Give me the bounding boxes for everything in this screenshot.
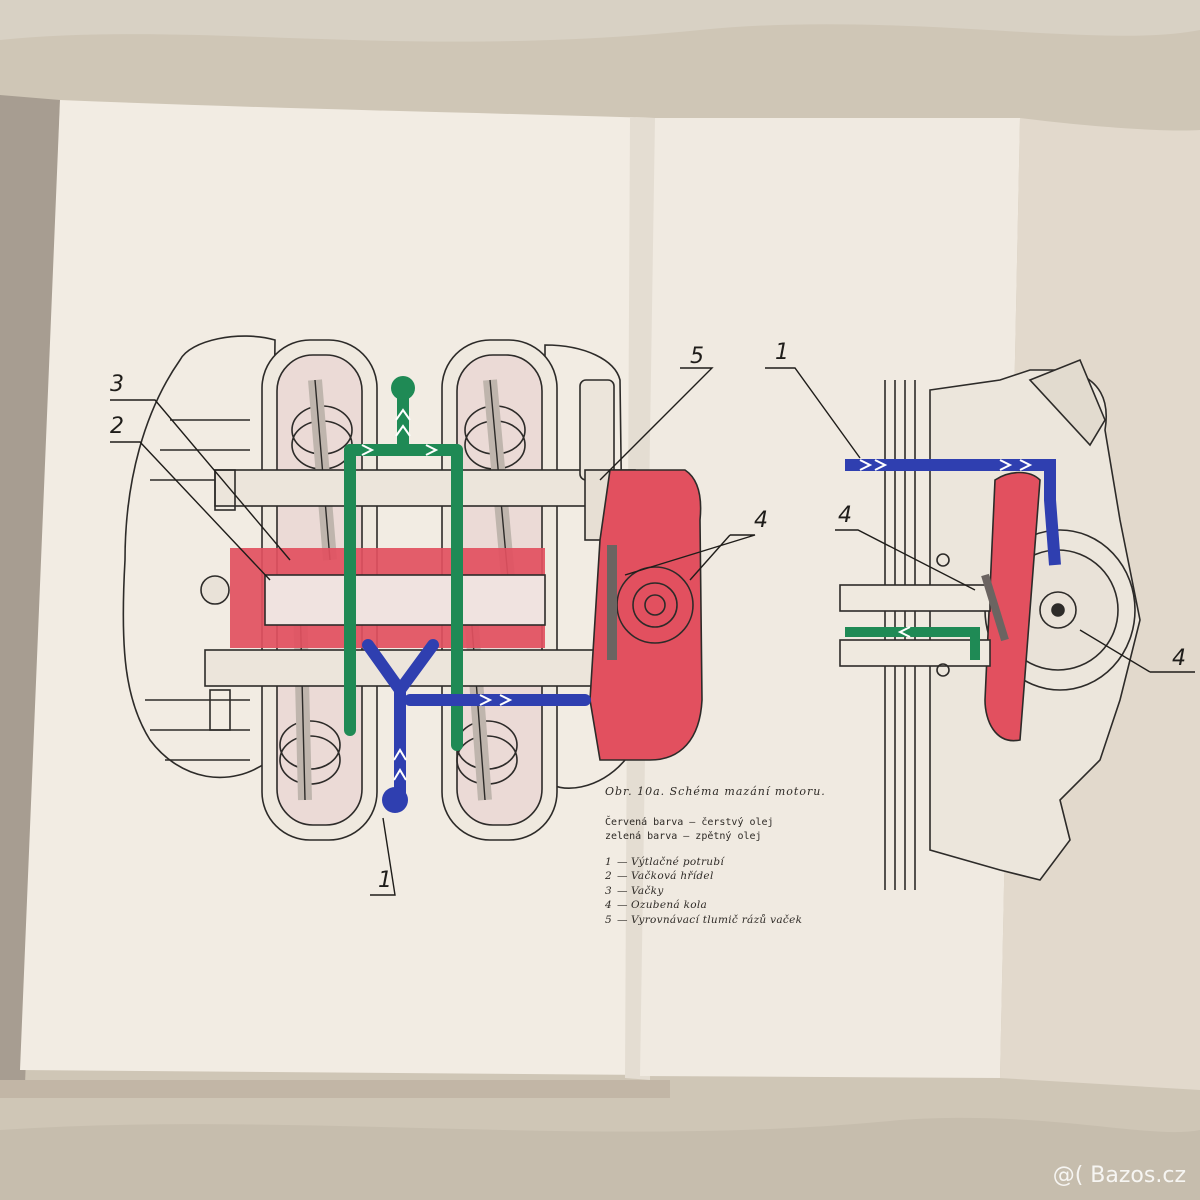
legend-item: 3—Vačky <box>605 884 664 897</box>
watermark: @( Bazos.cz <box>1052 1163 1186 1188</box>
legend-item: 1—Výtlačné potrubí <box>605 855 725 868</box>
side-return-line <box>845 627 980 660</box>
callout-3: 3 <box>110 372 124 397</box>
callout-4-gears: 4 <box>754 508 768 533</box>
leader-lines <box>110 367 756 896</box>
cover-edge <box>0 95 60 1085</box>
figure-caption: Obr. 10a. Schéma mazání motoru. Červená … <box>605 785 905 927</box>
callout-1-right: 1 <box>775 340 789 365</box>
side-pressure-line <box>845 459 1061 566</box>
legend-return-oil: zelená barva — zpětný olej <box>605 831 762 842</box>
callout-2: 2 <box>110 414 124 439</box>
pressure-oil-lines <box>362 639 591 806</box>
pressure-oil-source-dot <box>382 787 408 813</box>
engine-side-view-diagram <box>839 358 1141 890</box>
figure-title: Obr. 10a. Schéma mazání motoru. <box>605 785 826 798</box>
callout-5: 5 <box>690 344 704 369</box>
return-oil-tank-dot <box>391 376 415 400</box>
right-page <box>640 118 1020 1078</box>
legend-item: 4—Ozubená kola <box>605 899 708 911</box>
legend-item: 2—Vačková hřídel <box>605 870 714 882</box>
legend-fresh-oil: Červená barva — čerstvý olej <box>605 816 774 828</box>
callout-4-side-a: 4 <box>838 503 852 528</box>
callout-1-left: 1 <box>378 868 392 893</box>
callout-4-side-b: 4 <box>1172 646 1186 671</box>
flow-arrows <box>361 408 513 781</box>
legend-item: 5—Vyrovnávací tlumič rázů vaček <box>605 913 803 926</box>
